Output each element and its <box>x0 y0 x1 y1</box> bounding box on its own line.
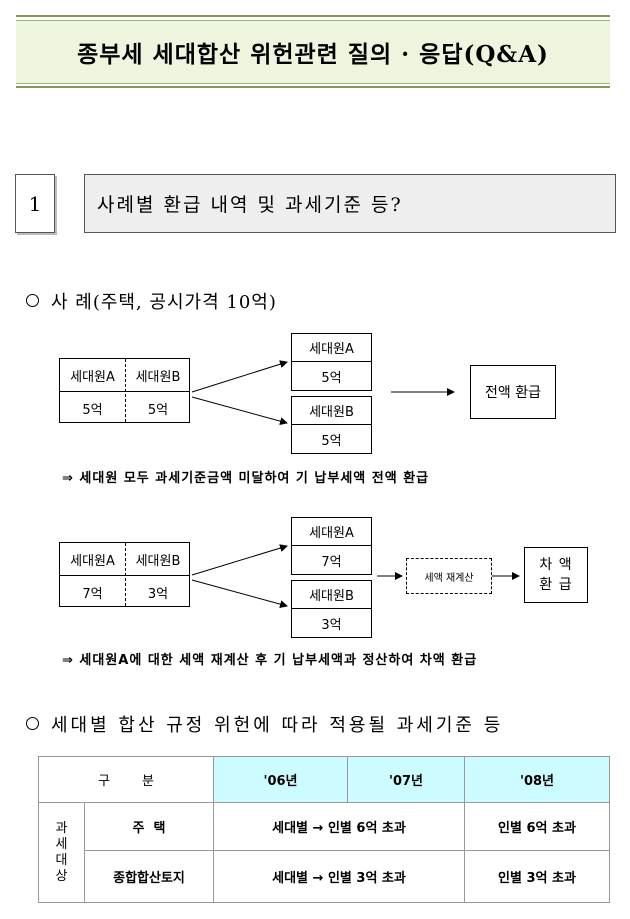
case2-member-b-label: 세대원B <box>292 581 371 609</box>
table-cell-housing-08: 인별 6억 초과 <box>464 802 610 851</box>
case1-arrow-up <box>191 360 288 393</box>
page-title-text: 종부세 세대합산 위헌관련 질의 · 응답(Q&A) <box>77 41 549 68</box>
case1-member-a-value: 5억 <box>321 370 342 386</box>
case1-household-a-label: 세대원A <box>70 369 115 385</box>
question-text: 사례별 환급 내역 및 과세기준 등? <box>84 174 616 233</box>
case2-arrow-down <box>191 579 288 609</box>
case1-arrow-down <box>191 396 288 426</box>
question-number: 1 <box>15 174 55 233</box>
case2-member-a-box: 세대원A 7억 <box>291 517 372 575</box>
case1-member-b-box: 세대원B 5억 <box>291 396 372 454</box>
table-cell-land-prior: 세대별 → 인별 3억 초과 <box>213 850 465 903</box>
table-row-label-land: 종합합산토지 <box>84 850 214 903</box>
case1-household-b-value: 5억 <box>147 402 169 418</box>
case2-recalc-text: 세액 재계산 <box>424 572 474 584</box>
circle-bullet-icon <box>26 717 39 730</box>
circle-bullet-icon <box>26 294 39 307</box>
case1-note: ⇒ 세대원 모두 과세기준금액 미달하여 기 납부세액 전액 환급 <box>62 471 430 486</box>
criteria-heading: 세대별 합산 규정 위헌에 따라 적용될 과세기준 등 <box>26 711 503 737</box>
case1-member-a-box: 세대원A 5억 <box>291 333 372 391</box>
case2-household-a-label: 세대원A <box>70 553 115 569</box>
table-row-label-housing: 주 택 <box>84 802 214 851</box>
case2-recalc-box: 세액 재계산 <box>406 558 492 594</box>
criteria-heading-text: 세대별 합산 규정 위헌에 따라 적용될 과세기준 등 <box>51 715 504 736</box>
example-heading: 사 례(주택, 공시가격 10억) <box>26 288 277 314</box>
case2-household-b-value: 3억 <box>147 586 169 602</box>
title-rule-bottom <box>16 86 610 88</box>
table-side-label: 과 세 대 상 <box>38 802 85 903</box>
title-rule-top <box>16 15 610 17</box>
case2-member-a-value: 7억 <box>321 554 342 570</box>
table-row: 종합합산토지 세대별 → 인별 3억 초과 인별 3억 초과 <box>39 850 610 903</box>
case1-member-b-label: 세대원B <box>292 397 371 425</box>
page-title: 종부세 세대합산 위헌관련 질의 · 응답(Q&A) <box>16 20 610 84</box>
case2-household-box: 세대원A 세대원B 7억 3억 <box>59 542 190 607</box>
case1-household-a-value: 5억 <box>82 402 103 418</box>
case2-household-a-value: 7억 <box>82 586 103 602</box>
case1-result-text: 전액 환급 <box>485 385 541 401</box>
table-header-year-08: '08년 <box>464 756 610 803</box>
case2-result-box: 차 액 환 급 <box>524 547 588 603</box>
tax-criteria-table: 구 분 '06년 '07년 '08년 과 세 대 상 주 택 세대별 → 인별 … <box>38 756 610 903</box>
case2-household-b-label: 세대원B <box>135 553 181 569</box>
table-row: 과 세 대 상 주 택 세대별 → 인별 6억 초과 인별 6억 초과 <box>38 802 610 903</box>
case2-note: ⇒ 세대원A에 대한 세액 재계산 후 기 납부세액과 정산하여 차액 환급 <box>62 653 478 668</box>
case1-member-a-label: 세대원A <box>292 334 371 362</box>
table-header-year-07: '07년 <box>347 756 465 803</box>
case2-arrow-up <box>191 544 288 576</box>
case1-result-box: 전액 환급 <box>470 365 556 419</box>
table-cell-land-08: 인별 3억 초과 <box>464 850 610 903</box>
case2-member-b-box: 세대원B 3억 <box>291 580 372 638</box>
example-heading-text: 사 례(주택, 공시가격 10억) <box>51 292 277 313</box>
case1-household-b-label: 세대원B <box>135 369 181 385</box>
case2-member-a-label: 세대원A <box>292 518 371 546</box>
table-cell-housing-prior: 세대별 → 인별 6억 초과 <box>213 802 465 851</box>
table-header-gubun: 구 분 <box>38 756 214 803</box>
case2-member-b-value: 3억 <box>321 617 342 633</box>
table-header-year-06: '06년 <box>213 756 348 803</box>
case1-member-b-value: 5억 <box>321 433 342 449</box>
case2-result-line1: 차 액 <box>539 557 573 573</box>
case2-result-line2: 환 급 <box>539 577 573 593</box>
case1-household-box: 세대원A 세대원B 5억 5억 <box>59 358 190 423</box>
